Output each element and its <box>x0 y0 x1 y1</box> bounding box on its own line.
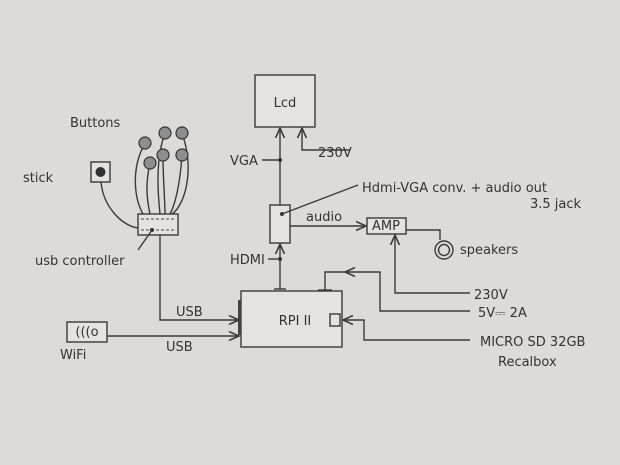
stick-wire <box>100 181 139 229</box>
usb-controller-line <box>159 235 239 320</box>
amp-power-line <box>395 235 470 294</box>
rpi-label: RPI II <box>279 314 312 329</box>
vga-label: VGA <box>230 154 258 169</box>
audio-label: audio <box>306 210 342 225</box>
speakers-label: speakers <box>460 243 518 258</box>
usb-label-1: USB <box>176 305 203 320</box>
lcd-label: Lcd <box>274 96 297 111</box>
amp-power-label: 230V <box>474 288 508 303</box>
hdmi-vga-converter <box>269 204 291 244</box>
lcd-power-label: 230V <box>318 146 352 161</box>
converter-jack-label: 3.5 jack <box>530 197 582 212</box>
speaker-inner <box>437 243 451 257</box>
wifi-node: (((o <box>66 321 108 343</box>
rpi-power-lead <box>324 271 345 290</box>
sd-os-label: Recalbox <box>498 355 557 370</box>
usb-controller-node <box>137 213 179 236</box>
speaker-icon <box>434 240 454 260</box>
speaker-line <box>406 229 441 240</box>
converter-leader <box>281 184 359 215</box>
lcd-node: Lcd <box>254 74 316 128</box>
hdmi-label: HDMI <box>230 253 265 268</box>
rpi-power-label: 5V⎓ 2A <box>478 306 527 321</box>
sd-slot <box>329 313 341 327</box>
converter-label: Hdmi-VGA conv. + audio out <box>362 181 547 196</box>
rpi-power-line <box>345 272 470 312</box>
usb-label-2: USB <box>166 340 193 355</box>
stick-label: stick <box>23 171 54 186</box>
amp-node: AMP <box>366 217 407 235</box>
usb-controller-leader <box>137 229 153 251</box>
stick-icon <box>90 161 111 183</box>
lcd-power-line <box>302 128 350 151</box>
buttons-label: Buttons <box>70 116 121 131</box>
wifi-label: WiFi <box>60 348 86 363</box>
amp-label: AMP <box>372 219 400 234</box>
wifi-icon: (((o <box>75 325 98 340</box>
sd-label: MICRO SD 32GB <box>480 335 585 350</box>
rpi-node: RPI II <box>238 290 343 348</box>
usb-controller-label: usb controller <box>35 254 125 269</box>
sd-line <box>343 320 470 341</box>
buttons-icon <box>138 126 189 170</box>
